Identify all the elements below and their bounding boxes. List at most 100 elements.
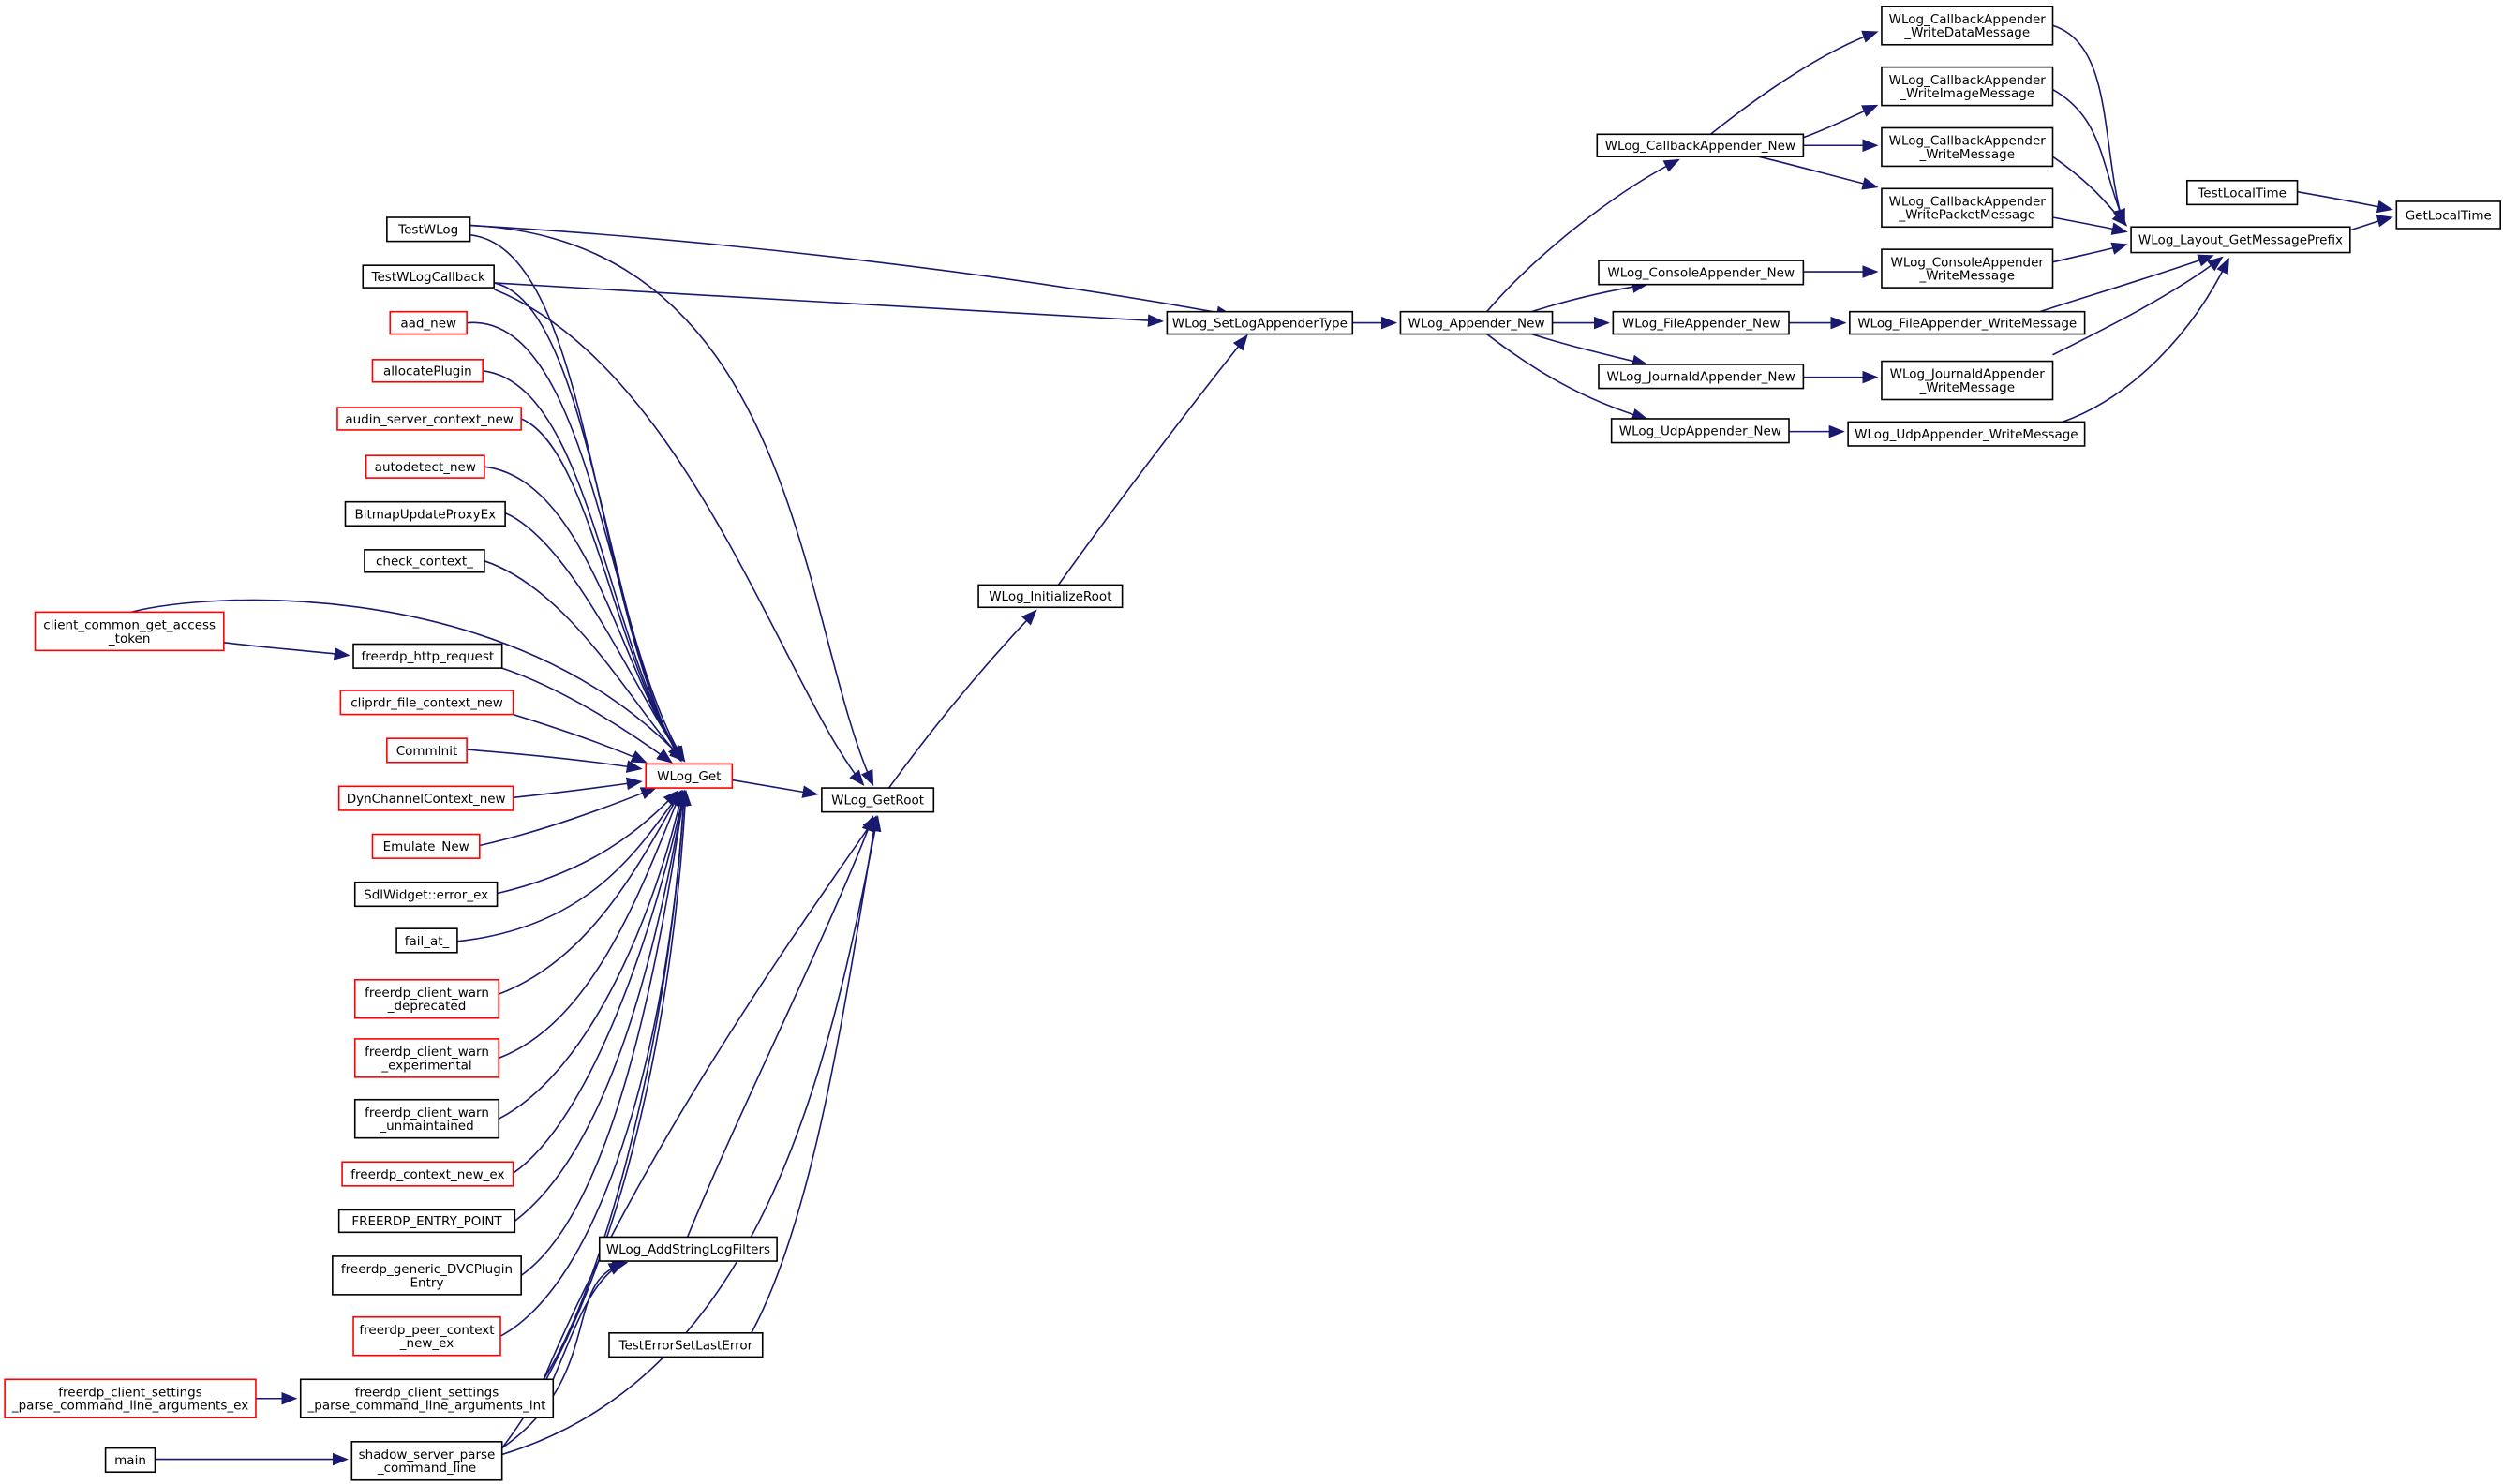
node-box <box>350 1441 503 1481</box>
node-journalwrite[interactable]: WLog_JournaldAppender_WriteMessage <box>1881 360 2054 401</box>
node-initializeroot[interactable]: WLog_InitializeRoot <box>977 584 1124 609</box>
call-edge-TestWLog-to-GetRoot <box>470 226 873 787</box>
node-udpnew[interactable]: WLog_UdpAppender_New <box>1610 418 1790 444</box>
node-box <box>1610 418 1790 444</box>
node-context-new-ex[interactable]: freerdp_context_new_ex <box>341 1161 514 1187</box>
node-testwlogcallback[interactable]: TestWLogCallback <box>362 264 495 289</box>
call-edge-AppenderNew-to-JournalNew <box>1531 334 1648 368</box>
node-label: WLog_ConsoleAppender <box>1890 255 2044 270</box>
node-audin[interactable]: audin_server_context_new <box>336 407 522 431</box>
node-cbwritepacket[interactable]: WLog_CallbackAppender_WritePacketMessage <box>1881 187 2054 229</box>
node-label: Entry <box>410 1275 444 1290</box>
node-getmessageprefix[interactable]: WLog_Layout_GetMessagePrefix <box>2130 226 2351 254</box>
node-appendernew[interactable]: WLog_Appender_New <box>1399 310 1554 335</box>
node-box <box>389 310 468 335</box>
node-entry-point[interactable]: FREERDP_ENTRY_POINT <box>337 1209 516 1234</box>
node-box <box>371 359 484 383</box>
call-edge-http_request-to-WLogGet <box>502 668 673 763</box>
call-edge-CbNew-to-CbWritePacket <box>1759 156 1879 190</box>
node-client-common[interactable]: client_common_get_access_token <box>34 611 225 652</box>
node-shadow-parse[interactable]: shadow_server_parse_command_line <box>350 1441 503 1481</box>
node-fail-at[interactable]: fail_at_ <box>395 928 458 954</box>
call-edge-TestWLogCallback-to-SetLogAppenderType <box>494 283 1164 327</box>
node-box <box>2186 179 2299 206</box>
node-label: WLog_GetRoot <box>831 794 924 809</box>
call-edge-AppenderNew-to-CbNew <box>1487 160 1680 312</box>
node-label: _experimental <box>380 1058 471 1073</box>
call-edge-TestWLog-to-SetLogAppenderType <box>470 226 1233 319</box>
node-emulate-new[interactable]: Emulate_New <box>371 833 481 859</box>
node-cbnew[interactable]: WLog_CallbackAppender_New <box>1596 133 1805 157</box>
call-edge-AppenderNew-to-ConNew <box>1531 280 1648 312</box>
node-aad-new[interactable]: aad_new <box>389 310 468 335</box>
node-label: fail_at_ <box>405 934 450 949</box>
node-warn-deprecated[interactable]: freerdp_client_warn_deprecated <box>353 978 500 1019</box>
node-label: WLog_Appender_New <box>1408 316 1544 331</box>
node-warn-unmaintained[interactable]: freerdp_client_warn_unmaintained <box>353 1098 500 1139</box>
node-udpwrite[interactable]: WLog_UdpAppender_WriteMessage <box>1847 421 2086 447</box>
node-cbwritemsg[interactable]: WLog_CallbackAppender_WriteMessage <box>1881 126 2054 168</box>
node-label: TestWLog <box>397 223 458 238</box>
node-label: CommInit <box>396 744 458 759</box>
node-warn-experimental[interactable]: freerdp_client_warn_experimental <box>353 1038 500 1078</box>
node-conwrite[interactable]: WLog_ConsoleAppender_WriteMessage <box>1881 248 2054 289</box>
call-edge-shadow_parse-to-GetRoot <box>502 815 882 1455</box>
node-label: WLog_ConsoleAppender_New <box>1607 266 1795 281</box>
node-bitmapupdate[interactable]: BitmapUpdateProxyEx <box>344 500 506 527</box>
node-parse-ex[interactable]: freerdp_client_settings_parse_command_li… <box>4 1378 257 1419</box>
node-box <box>353 1098 500 1139</box>
node-label: aad_new <box>400 316 456 331</box>
node-sdlwidget[interactable]: SdlWidget::error_ex <box>353 881 499 908</box>
node-parse-int[interactable]: freerdp_client_settings_parse_command_li… <box>299 1378 555 1419</box>
node-setlogappendertype[interactable]: WLog_SetLogAppenderType <box>1166 310 1354 335</box>
call-edge-GetMessagePrefix-to-GetLocalTime <box>2350 215 2393 230</box>
node-box <box>337 1209 516 1234</box>
node-check-context[interactable]: check_context_ <box>364 549 485 573</box>
node-label: WLog_CallbackAppender_New <box>1605 139 1795 154</box>
node-allocateplugin[interactable]: allocatePlugin <box>371 359 484 383</box>
node-box <box>352 643 503 669</box>
node-dynchannel[interactable]: DynChannelContext_new <box>337 785 514 811</box>
node-cbwriteimage[interactable]: WLog_CallbackAppender_WriteImageMessage <box>1881 66 2054 107</box>
node-box <box>299 1378 555 1419</box>
node-wlogget[interactable]: WLog_Get <box>645 763 734 789</box>
call-edge-client_common-to-WLogGet <box>131 600 686 763</box>
node-box <box>1166 310 1354 335</box>
node-testlocaltime[interactable]: TestLocalTime <box>2186 179 2299 206</box>
node-peer-context[interactable]: freerdp_peer_context_new_ex <box>352 1315 501 1357</box>
node-label: freerdp_client_settings <box>58 1385 201 1400</box>
node-testerrorsetlasterror[interactable]: TestErrorSetLastError <box>608 1332 764 1358</box>
node-getlocaltime[interactable]: GetLocalTime <box>2395 200 2501 230</box>
node-autodetect[interactable]: autodetect_new <box>365 454 485 479</box>
node-box <box>1881 126 2054 168</box>
node-label: _new_ex <box>399 1336 454 1351</box>
node-filenew[interactable]: WLog_FileAppender_New <box>1612 310 1790 335</box>
call-edge-UdpWrite-to-GetMessagePrefix <box>2063 257 2228 422</box>
node-box <box>1598 260 1805 286</box>
node-testwlog[interactable]: TestWLog <box>386 216 471 243</box>
node-cliprdr[interactable]: cliprdr_file_context_new <box>339 690 514 716</box>
node-http-request[interactable]: freerdp_http_request <box>352 643 503 669</box>
node-getroot[interactable]: WLog_GetRoot <box>821 787 935 813</box>
call-edge-CbWriteData-to-GetMessagePrefix <box>2053 25 2126 226</box>
node-journalnew[interactable]: WLog_JournaldAppender_New <box>1598 364 1805 390</box>
node-label: autodetect_new <box>375 460 476 475</box>
call-edge-Emulate_New-to-WLogGet <box>480 788 658 845</box>
node-label: WLog_FileAppender_WriteMessage <box>1857 316 2077 331</box>
node-box <box>365 454 485 479</box>
call-edge-JournalWrite-to-GetMessagePrefix <box>2053 258 2224 355</box>
node-label: WLog_CallbackAppender <box>1889 73 2047 88</box>
node-box <box>821 787 935 813</box>
node-main[interactable]: main <box>104 1447 156 1474</box>
call-edge-CbNew-to-CbWriteData <box>1710 30 1879 134</box>
node-filewrite[interactable]: WLog_FileAppender_WriteMessage <box>1849 310 2086 335</box>
node-label: TestErrorSetLastError <box>618 1338 753 1353</box>
node-box <box>353 1038 500 1078</box>
node-connew[interactable]: WLog_ConsoleAppender_New <box>1598 260 1805 286</box>
node-addstringlogfilters[interactable]: WLog_AddStringLogFilters <box>598 1236 778 1262</box>
node-box <box>1881 6 2054 46</box>
node-comminit[interactable]: CommInit <box>386 737 468 764</box>
node-cbwritedata[interactable]: WLog_CallbackAppender_WriteDataMessage <box>1881 6 2054 46</box>
